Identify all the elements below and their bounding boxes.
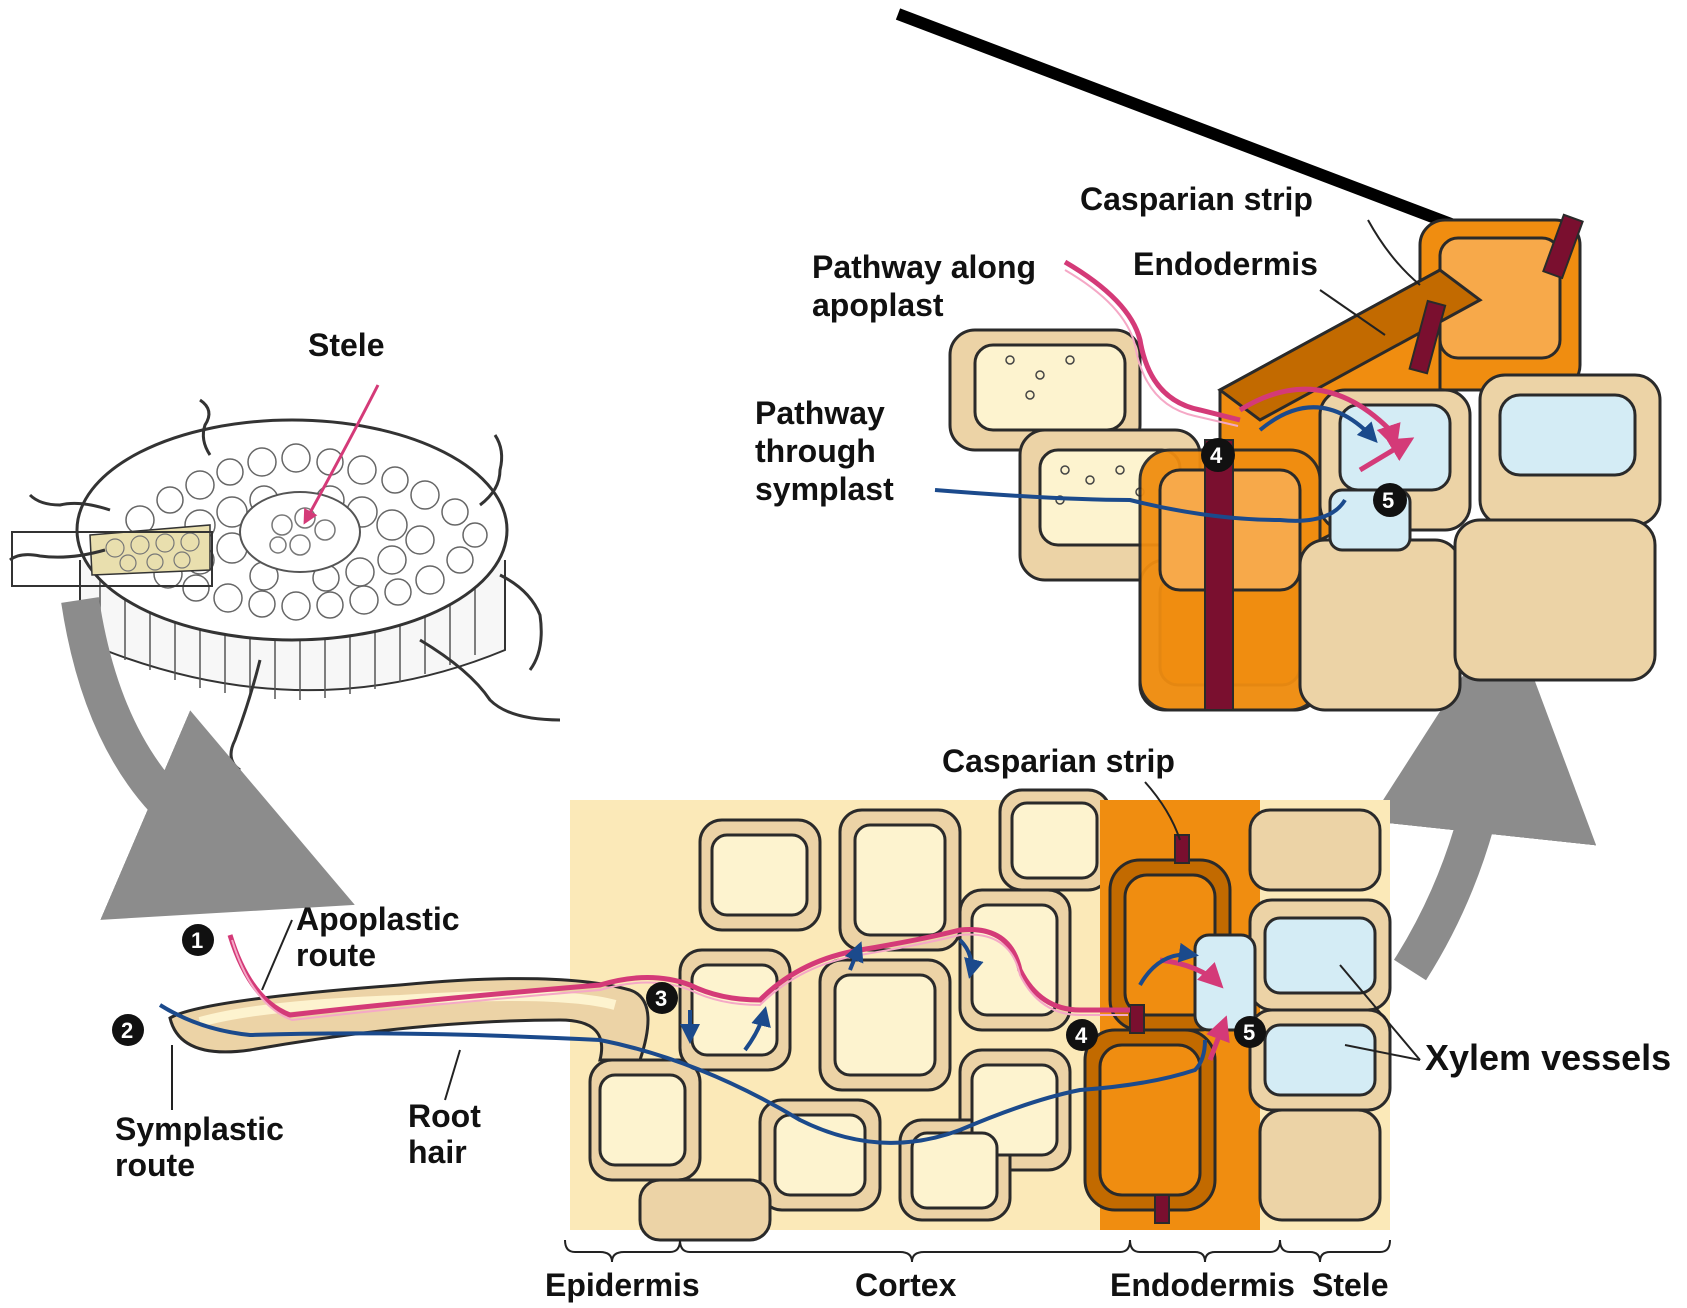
label-pathway-symplast-2: through xyxy=(755,433,876,469)
label-endodermis-top: Endodermis xyxy=(1133,246,1318,282)
marker-4-top: 4 xyxy=(1201,438,1235,472)
marker-5: 5 xyxy=(1234,1016,1266,1048)
label-symplastic-route-1: Symplastic xyxy=(115,1111,284,1147)
label-root-hair-2: hair xyxy=(408,1134,467,1170)
marker-2: 2 xyxy=(112,1014,144,1046)
label-xylem-vessels: Xylem vessels xyxy=(1425,1037,1671,1078)
svg-text:3: 3 xyxy=(655,986,667,1011)
label-stele-top: Stele xyxy=(308,327,384,363)
marker-5-top: 5 xyxy=(1373,483,1407,517)
tissue-section xyxy=(570,790,1390,1240)
label-apoplastic-route-1: Apoplastic xyxy=(296,901,460,937)
zoom-arrow-right xyxy=(1410,720,1495,970)
label-root-hair-1: Root xyxy=(408,1098,481,1134)
label-pathway-symplast-3: symplast xyxy=(755,471,894,507)
svg-text:4: 4 xyxy=(1075,1023,1088,1048)
label-casparian-strip-top: Casparian strip xyxy=(1080,181,1313,217)
svg-text:2: 2 xyxy=(121,1018,133,1043)
label-apoplastic-route-2: route xyxy=(296,937,376,973)
marker-3: 3 xyxy=(646,982,678,1014)
label-symplastic-route-2: route xyxy=(115,1147,195,1183)
cell-block-3d xyxy=(950,215,1660,710)
svg-text:5: 5 xyxy=(1382,488,1394,513)
label-region-endodermis: Endodermis xyxy=(1110,1267,1295,1303)
label-casparian-strip-bottom: Casparian strip xyxy=(942,743,1175,779)
svg-text:4: 4 xyxy=(1210,443,1223,468)
marker-4: 4 xyxy=(1066,1019,1098,1051)
svg-text:5: 5 xyxy=(1243,1020,1255,1045)
label-pathway-symplast-1: Pathway xyxy=(755,395,885,431)
label-pathway-apoplast-2: apoplast xyxy=(812,287,944,323)
region-braces xyxy=(565,1240,1390,1262)
label-region-cortex: Cortex xyxy=(855,1267,957,1303)
svg-text:1: 1 xyxy=(191,928,203,953)
label-region-epidermis: Epidermis xyxy=(545,1267,700,1303)
label-pathway-apoplast-1: Pathway along xyxy=(812,249,1036,285)
label-region-stele: Stele xyxy=(1312,1267,1388,1303)
marker-1: 1 xyxy=(182,924,214,956)
